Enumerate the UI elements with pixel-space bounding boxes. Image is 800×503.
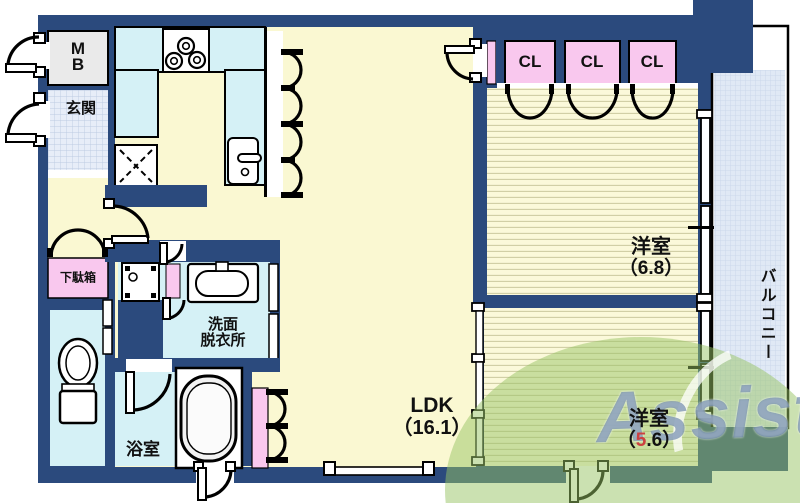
pantry-folding-door <box>267 31 303 198</box>
label-bedroom2: 洋室 （5.6） <box>616 407 682 451</box>
bathroom-door <box>125 359 172 414</box>
washing-machine-icon <box>121 262 160 302</box>
kitchen-sink-icon <box>227 137 262 185</box>
hallway-ldk-door <box>103 198 150 249</box>
label-closet-2: CL <box>580 51 604 71</box>
bedroom-walls <box>473 27 698 308</box>
label-ldk: LDK （16.1） <box>392 393 472 439</box>
toilet-icon <box>57 337 99 425</box>
label-closet-1: CL <box>518 51 542 71</box>
label-bedroom1: 洋室 （6.8） <box>618 235 684 279</box>
closet-bifold-doors <box>497 83 698 120</box>
hallway-floor <box>48 178 108 258</box>
label-closet-3: CL <box>640 51 664 71</box>
shoe-cabinet-doors <box>47 228 108 257</box>
refrigerator-space <box>114 144 158 188</box>
ldk-window <box>323 461 435 476</box>
room-genkan <box>48 90 108 178</box>
label-genkan: 玄関 <box>65 99 97 117</box>
bedroom1-door <box>444 38 487 83</box>
bathtub-icon <box>174 366 244 470</box>
washroom-entry-doors <box>159 241 186 320</box>
kitchen-wall <box>105 27 267 207</box>
label-bathroom: 浴室 <box>126 439 160 459</box>
bedroom1-floor <box>487 88 698 295</box>
label-washroom: 洗面脱衣所 <box>200 315 246 349</box>
shoe-cabinet <box>47 257 109 299</box>
entrance-doors <box>5 32 50 147</box>
closet-ldk-folding-door <box>251 387 288 469</box>
bedroom1-window <box>688 109 714 303</box>
balcony <box>710 24 790 430</box>
washroom-sliding-door <box>102 263 279 362</box>
vanity-sink-icon <box>186 261 260 304</box>
bathroom-outer-door <box>193 461 236 501</box>
label-balcony: バルコニー <box>757 267 775 363</box>
label-shoe-cabinet: 下駄箱 <box>59 270 97 285</box>
stove-icon <box>162 28 210 73</box>
room-mb <box>47 30 109 86</box>
